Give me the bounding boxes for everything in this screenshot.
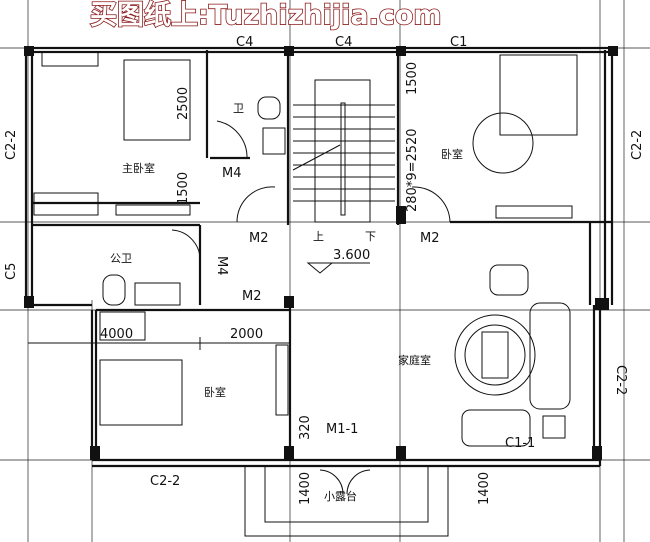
dim-2500: 2500 bbox=[176, 87, 191, 120]
sofa bbox=[529, 302, 571, 410]
tv-cabinet bbox=[115, 204, 191, 216]
right-tv-cabinet bbox=[495, 205, 573, 219]
window-c2-2-left: C2-2 bbox=[4, 130, 19, 160]
elevation-marker-icon bbox=[306, 262, 334, 274]
coffee-table bbox=[454, 314, 536, 396]
door-m2-bedroom-right: M2 bbox=[420, 231, 440, 246]
room-balcony: 小露台 bbox=[324, 489, 357, 503]
public-toilet bbox=[102, 274, 126, 306]
window-c4-a: C4 bbox=[236, 35, 253, 50]
rug bbox=[472, 112, 534, 174]
toilet bbox=[257, 96, 281, 120]
window-c4-b: C4 bbox=[335, 35, 352, 50]
stairs-up-label: 上 bbox=[313, 230, 324, 243]
armchair-bottom bbox=[461, 409, 531, 447]
staircase bbox=[292, 79, 395, 223]
room-master-bedroom: 主卧室 bbox=[122, 161, 155, 175]
room-family-room: 家庭室 bbox=[398, 353, 431, 367]
window-c1: C1 bbox=[450, 35, 467, 50]
desk bbox=[41, 51, 99, 67]
dim-320: 320 bbox=[298, 415, 313, 440]
room-public-bath: 公卫 bbox=[110, 252, 132, 265]
window-c2-2-bottom: C2-2 bbox=[150, 474, 180, 489]
window-c2-2-right: C2-2 bbox=[630, 130, 645, 160]
window-c1-1: C1-1 bbox=[505, 436, 535, 451]
window-c5: C5 bbox=[4, 263, 19, 280]
phone-table bbox=[542, 415, 566, 439]
wardrobe bbox=[33, 192, 99, 216]
dim-1500-right: 1500 bbox=[405, 62, 420, 95]
dim-4000: 4000 bbox=[100, 327, 133, 342]
door-m2-master: M2 bbox=[249, 231, 269, 246]
stairs-down-label: 下 bbox=[365, 230, 376, 243]
door-m2-bedroom-lower: M2 bbox=[242, 289, 262, 304]
dim-1500-left: 1500 bbox=[176, 172, 191, 205]
public-basin bbox=[134, 282, 181, 306]
room-bedroom-lower: 卧室 bbox=[204, 385, 226, 399]
lower-tv-cabinet bbox=[275, 344, 289, 416]
basin bbox=[262, 127, 286, 155]
lower-bed bbox=[99, 359, 183, 426]
columns bbox=[24, 46, 618, 460]
door-m4-bath: M4 bbox=[222, 166, 242, 181]
room-bath: 卫 bbox=[233, 102, 244, 115]
window-c2-2-right-lower: C2-2 bbox=[613, 365, 628, 395]
door-m1-1: M1-1 bbox=[326, 422, 358, 437]
lower-wardrobe bbox=[99, 311, 146, 341]
room-bedroom-right: 卧室 bbox=[441, 147, 463, 161]
stair-dimension: 280*9=2520 bbox=[405, 128, 420, 212]
dim-1400-right: 1400 bbox=[477, 472, 492, 505]
elevation-label: 3.600 bbox=[333, 248, 370, 263]
door-swings bbox=[171, 120, 451, 263]
armchair-top bbox=[489, 264, 529, 296]
dim-1400-left: 1400 bbox=[298, 472, 313, 505]
dim-2000: 2000 bbox=[230, 327, 263, 342]
watermark: 买图纸上:Tuzhizhijia.com bbox=[90, 0, 442, 31]
door-m4-public-bath: M4 bbox=[214, 256, 229, 276]
master-bed bbox=[123, 59, 191, 141]
right-bed bbox=[499, 54, 578, 136]
furniture bbox=[33, 51, 578, 537]
